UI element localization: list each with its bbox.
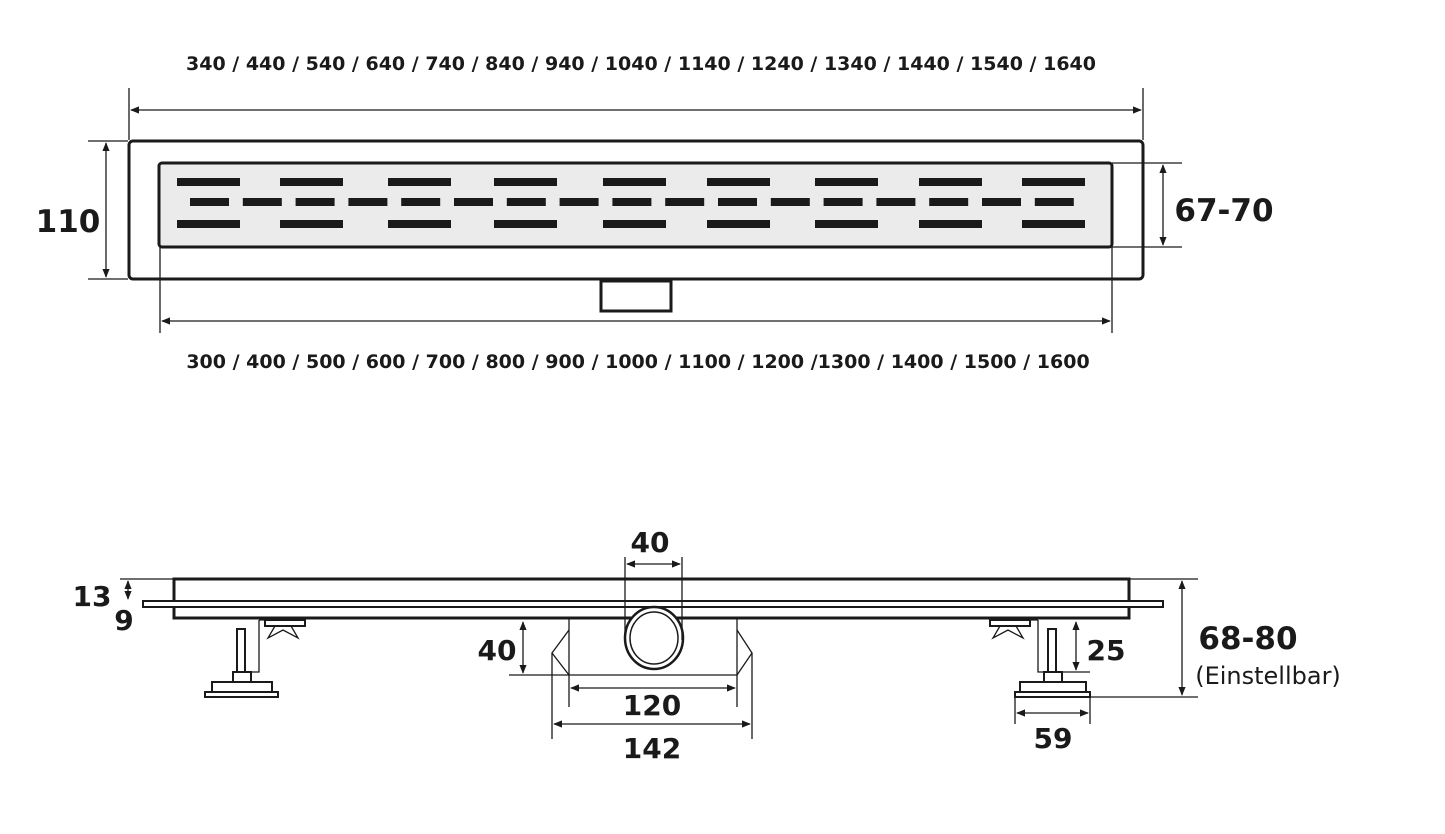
grate-slot <box>823 198 863 206</box>
foot-height-label: 25 <box>1087 634 1126 667</box>
grate-slot <box>1034 198 1074 206</box>
outer-length-label: 340 / 440 / 540 / 640 / 740 / 840 / 940 … <box>186 53 1096 75</box>
grate-slot <box>707 178 770 186</box>
inner-length-label: 300 / 400 / 500 / 600 / 700 / 800 / 900 … <box>186 351 1089 373</box>
grate-slot <box>718 198 757 206</box>
outlet-body <box>568 619 738 676</box>
side-view: 40 13 9 40 120 142 25 59 68-80 (Einste <box>73 526 1341 765</box>
grate-slot <box>1022 178 1085 186</box>
outlet-diameter-label: 40 <box>631 526 670 559</box>
grate-slot <box>388 178 451 186</box>
grate-slot <box>454 198 493 206</box>
frame-height-label: 13 <box>73 580 112 613</box>
grate-slot <box>280 220 343 228</box>
width-label: 110 <box>36 204 101 240</box>
body-width-label: 120 <box>623 689 681 722</box>
outlet <box>599 279 673 313</box>
grate-slot <box>242 198 282 206</box>
grate-slot <box>280 178 343 186</box>
grate-slot <box>665 198 705 206</box>
grate-slot <box>603 220 666 228</box>
grate-slot <box>348 198 388 206</box>
right-adjustable-foot <box>989 619 1091 698</box>
grate-slot <box>603 178 666 186</box>
drain-frame <box>127 139 1145 281</box>
flange-height-label: 9 <box>114 604 133 637</box>
foot-width-label: 59 <box>1034 722 1073 755</box>
grate-slot <box>612 198 652 206</box>
grate-slot <box>1022 220 1085 228</box>
grate-slot <box>919 220 982 228</box>
grate-slot <box>190 198 229 206</box>
grate-slot <box>401 198 441 206</box>
grate-slot <box>494 220 557 228</box>
grate-slot <box>177 178 240 186</box>
grate-slot <box>388 220 451 228</box>
outlet-pipe <box>623 605 685 671</box>
grate-slot <box>876 198 916 206</box>
grate-slots <box>177 178 1085 228</box>
grate-slot <box>494 178 557 186</box>
grate-slot <box>177 220 240 228</box>
grate-slot <box>707 220 770 228</box>
total-height-label: 68-80 <box>1198 621 1297 657</box>
outlet-height-label: 40 <box>478 634 517 667</box>
grate-slot <box>815 220 878 228</box>
grate-width-label: 67-70 <box>1174 193 1273 229</box>
top-view: 340 / 440 / 540 / 640 / 740 / 840 / 940 … <box>36 53 1274 373</box>
adjustable-note: (Einstellbar) <box>1195 662 1341 690</box>
grate-slot <box>559 198 599 206</box>
left-adjustable-foot <box>204 619 306 698</box>
grate-slot <box>919 178 982 186</box>
grate-slot <box>295 198 335 206</box>
grate-slot <box>770 198 810 206</box>
grate-slot <box>929 198 969 206</box>
grate-slot <box>815 178 878 186</box>
grate-slot <box>506 198 546 206</box>
grate-slot <box>982 198 1021 206</box>
body-total-width-label: 142 <box>623 732 681 765</box>
